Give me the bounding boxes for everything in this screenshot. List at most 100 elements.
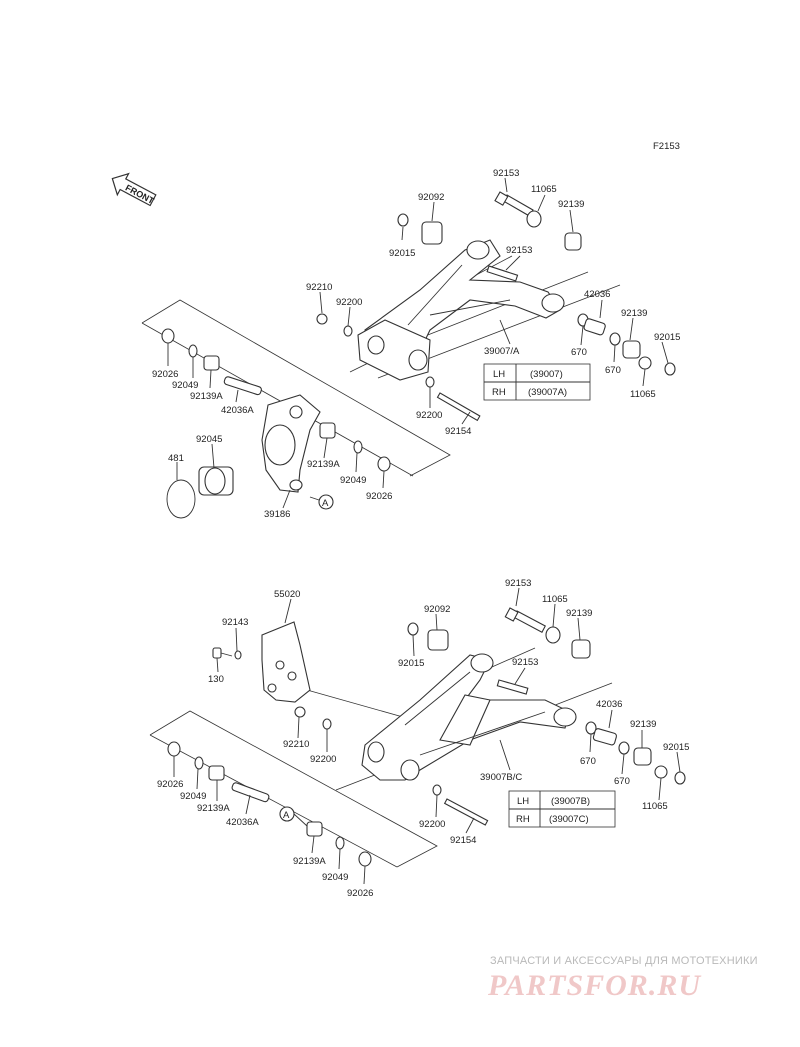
table-part: (39007A) — [528, 387, 567, 398]
label-92139Aa: 92139A — [197, 803, 230, 814]
label-92015b: 92015 — [654, 332, 680, 343]
label-92026a: 92026 — [152, 369, 178, 380]
bolt-92154 — [436, 392, 481, 422]
label-92210: 92210 — [283, 739, 309, 750]
label-670b: 670 — [614, 776, 630, 787]
a-arm-upper — [357, 239, 565, 381]
sleeve-42036A — [223, 376, 262, 396]
label-92139a: 92139 — [566, 608, 592, 619]
seal-92049b — [353, 440, 363, 454]
label-130: 130 — [208, 674, 224, 685]
nut-92210 — [294, 706, 306, 718]
a-arm-lower — [361, 653, 577, 781]
label-92153a: 92153 — [493, 168, 519, 179]
seal-670b — [609, 332, 621, 346]
label-92026b: 92026 — [366, 491, 392, 502]
label-11065a: 11065 — [531, 184, 557, 195]
washer-92026b — [358, 851, 372, 867]
label-92139b: 92139 — [630, 719, 656, 730]
label-92015b: 92015 — [663, 742, 689, 753]
bolt-92154 — [443, 798, 489, 826]
label-39007: 39007/A — [484, 346, 520, 357]
bottom-labels: 92153 55020 11065 92092 92139 92143 130 … — [157, 578, 689, 899]
label-42036A: 42036A — [226, 817, 259, 828]
leader-lines — [167, 177, 669, 509]
label-42036: 42036 — [596, 699, 622, 710]
bushing-92092 — [427, 629, 449, 651]
bushing-92139b — [633, 747, 652, 766]
washer-92200b — [432, 784, 442, 796]
bushing-92139Aa — [208, 765, 225, 781]
top-labels: 92153 11065 92139 92092 92015 92153 9221… — [152, 168, 680, 520]
label-92045: 92045 — [196, 434, 222, 445]
label-92026a: 92026 — [157, 779, 183, 790]
bushing-92092 — [421, 221, 443, 245]
side-table-top: LH (39007) RH (39007A) — [483, 363, 591, 401]
seal-92049b — [335, 836, 345, 850]
bolt-92153b — [496, 679, 529, 695]
circlip-481 — [166, 479, 196, 519]
label-92154: 92154 — [445, 426, 471, 437]
label-92153b: 92153 — [512, 657, 538, 668]
label-92049b: 92049 — [340, 475, 366, 486]
bolt-130 — [212, 647, 233, 659]
label-11065b: 11065 — [630, 389, 656, 400]
bushing-92139Aa — [203, 355, 220, 371]
watermark-brand: PARTSFOR.RU — [487, 969, 701, 1002]
watermark: ЗАПЧАСТИ И АКСЕССУАРЫ ДЛЯ МОТОТЕХНИКИ PA… — [487, 955, 757, 1002]
bottom-assembly: A 92153 55020 11065 92092 9213 — [149, 578, 689, 899]
sleeve-42036A — [231, 782, 270, 803]
washer-11065b — [638, 356, 652, 370]
nut-92210 — [316, 313, 328, 325]
bushing-92139a — [571, 639, 591, 659]
nut-92015a — [397, 213, 409, 227]
bushing-92139Ab — [319, 422, 336, 439]
nut-92015a — [407, 622, 419, 636]
label-92153b: 92153 — [506, 245, 532, 256]
label-92049a: 92049 — [180, 791, 206, 802]
label-92153a: 92153 — [505, 578, 531, 589]
table-side: LH — [493, 369, 505, 380]
label-92092: 92092 — [418, 192, 444, 203]
washer-11065b — [654, 765, 668, 779]
table-part: (39007) — [530, 369, 563, 380]
label-92200b: 92200 — [419, 819, 445, 830]
label-92143: 92143 — [222, 617, 248, 628]
guide-line — [299, 687, 411, 720]
callout-a-circle — [318, 494, 334, 510]
label-92049b: 92049 — [322, 872, 348, 883]
seal-92049a — [188, 344, 198, 358]
table-part: (39007B) — [551, 796, 590, 807]
front-arrow-icon: FRONT — [111, 172, 157, 207]
label-670b: 670 — [605, 365, 621, 376]
washer-11065a — [545, 626, 561, 644]
washer-92026a — [161, 328, 175, 344]
washer-92200a — [343, 325, 353, 337]
guide-box-left — [149, 710, 438, 868]
nut-92015b — [674, 771, 686, 785]
callout-a-text: A — [283, 810, 290, 821]
bushing-92139b — [622, 340, 641, 359]
washer-92026a — [167, 741, 181, 757]
label-39007: 39007B/C — [480, 772, 522, 783]
seal-670b — [618, 741, 630, 755]
label-92154: 92154 — [450, 835, 476, 846]
label-92210: 92210 — [306, 282, 332, 293]
washer-92026b — [377, 456, 391, 472]
label-11065b: 11065 — [642, 801, 668, 812]
label-670a: 670 — [580, 756, 596, 767]
callout-a-text: A — [322, 498, 329, 509]
guide-line — [141, 322, 414, 477]
table-side: LH — [517, 796, 529, 807]
label-42036: 42036 — [584, 289, 610, 300]
nut-92015b — [664, 362, 676, 376]
label-55020: 55020 — [274, 589, 300, 600]
sleeve-42036 — [592, 728, 617, 746]
label-670a: 670 — [571, 347, 587, 358]
label-92015a: 92015 — [398, 658, 424, 669]
bushing-92139a — [564, 232, 582, 251]
leader-lines — [173, 587, 681, 885]
washer-92200a — [322, 718, 332, 730]
label-39186: 39186 — [264, 509, 290, 520]
label-92092: 92092 — [424, 604, 450, 615]
